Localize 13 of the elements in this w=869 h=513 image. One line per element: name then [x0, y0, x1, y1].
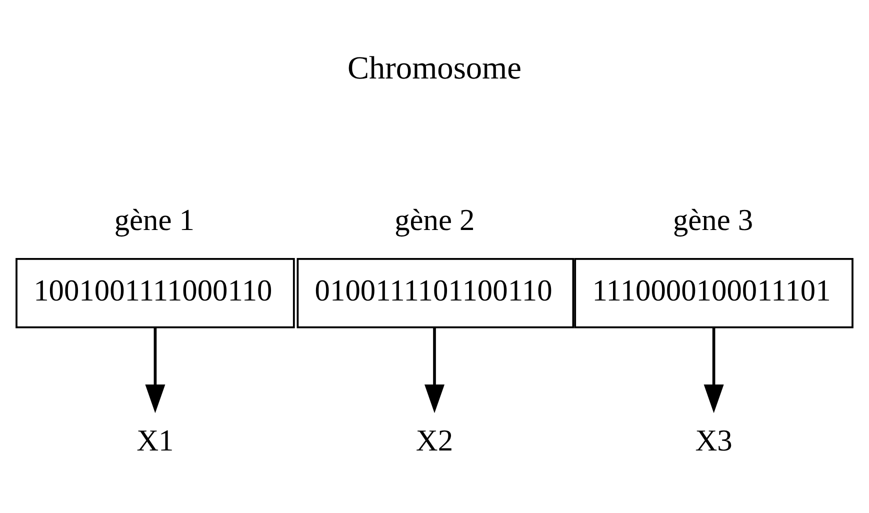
node-box: 0100111101100110 [296, 257, 574, 328]
arrow [424, 326, 444, 413]
node-text: X1 [136, 422, 174, 457]
node-label: gène 2 [394, 202, 475, 237]
arrow [704, 326, 724, 413]
node-label: gène 3 [672, 202, 754, 237]
node-box: 1110000100011101 [574, 257, 854, 328]
arrow [145, 326, 166, 413]
label: Chromosome [347, 49, 522, 86]
node-text: X3 [695, 422, 732, 457]
node-label: gène 1 [114, 202, 195, 237]
node-text: X2 [416, 422, 454, 457]
node-box: 1001001111000110 [16, 257, 295, 328]
